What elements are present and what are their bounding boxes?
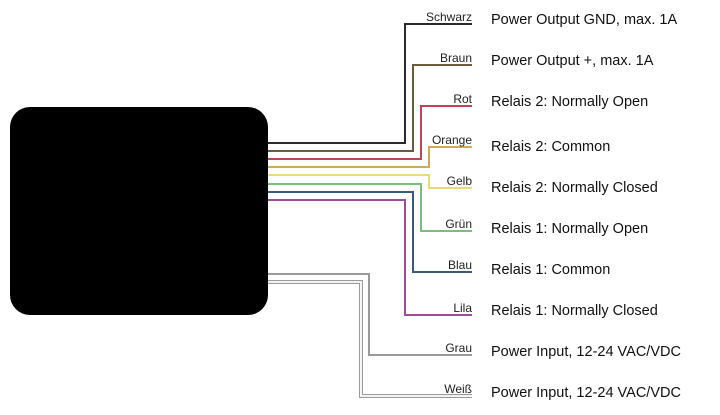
device-body bbox=[10, 107, 268, 315]
wire-rot bbox=[268, 105, 472, 160]
wire-color-label: Rot bbox=[453, 92, 472, 106]
wire-function-label: Relais 1: Normally Closed bbox=[491, 303, 658, 319]
wire-color-label: Blau bbox=[447, 258, 472, 272]
wire-color-label: Grün bbox=[445, 217, 472, 231]
wire-function-label: Relais 2: Common bbox=[491, 139, 611, 155]
wire-function-label: Power Output GND, max. 1A bbox=[491, 12, 678, 28]
wire-function-label: Relais 2: Normally Closed bbox=[491, 180, 658, 196]
wire-weiss bbox=[268, 281, 472, 397]
wire-gelb bbox=[268, 174, 472, 189]
wire-color-label: Grau bbox=[445, 341, 472, 355]
wire-braun bbox=[268, 64, 472, 152]
wire-color-label: Braun bbox=[439, 51, 472, 65]
wire-function-label: Relais 2: Normally Open bbox=[491, 94, 649, 110]
wire-orange bbox=[268, 146, 472, 168]
wire-function-label: Relais 1: Common bbox=[491, 262, 611, 278]
wire-color-label: Orange bbox=[431, 133, 472, 147]
wire-function-label: Power Input, 12-24 VAC/VDC bbox=[491, 385, 681, 401]
wire-color-label: Weiß bbox=[444, 382, 472, 396]
wire-lila bbox=[268, 199, 472, 316]
wire-function-label: Relais 1: Normally Open bbox=[491, 221, 649, 237]
wire-gruen bbox=[268, 183, 472, 232]
wire-color-label: Lila bbox=[453, 301, 472, 315]
wire-schwarz bbox=[268, 23, 472, 144]
wire-function-label: Power Input, 12-24 VAC/VDC bbox=[491, 344, 681, 360]
wire-function-label: Power Output +, max. 1A bbox=[491, 53, 654, 69]
wire-grau bbox=[268, 273, 472, 356]
wire-blau bbox=[268, 191, 472, 273]
wire-color-label: Schwarz bbox=[425, 10, 472, 24]
wire-color-label: Gelb bbox=[446, 174, 472, 188]
